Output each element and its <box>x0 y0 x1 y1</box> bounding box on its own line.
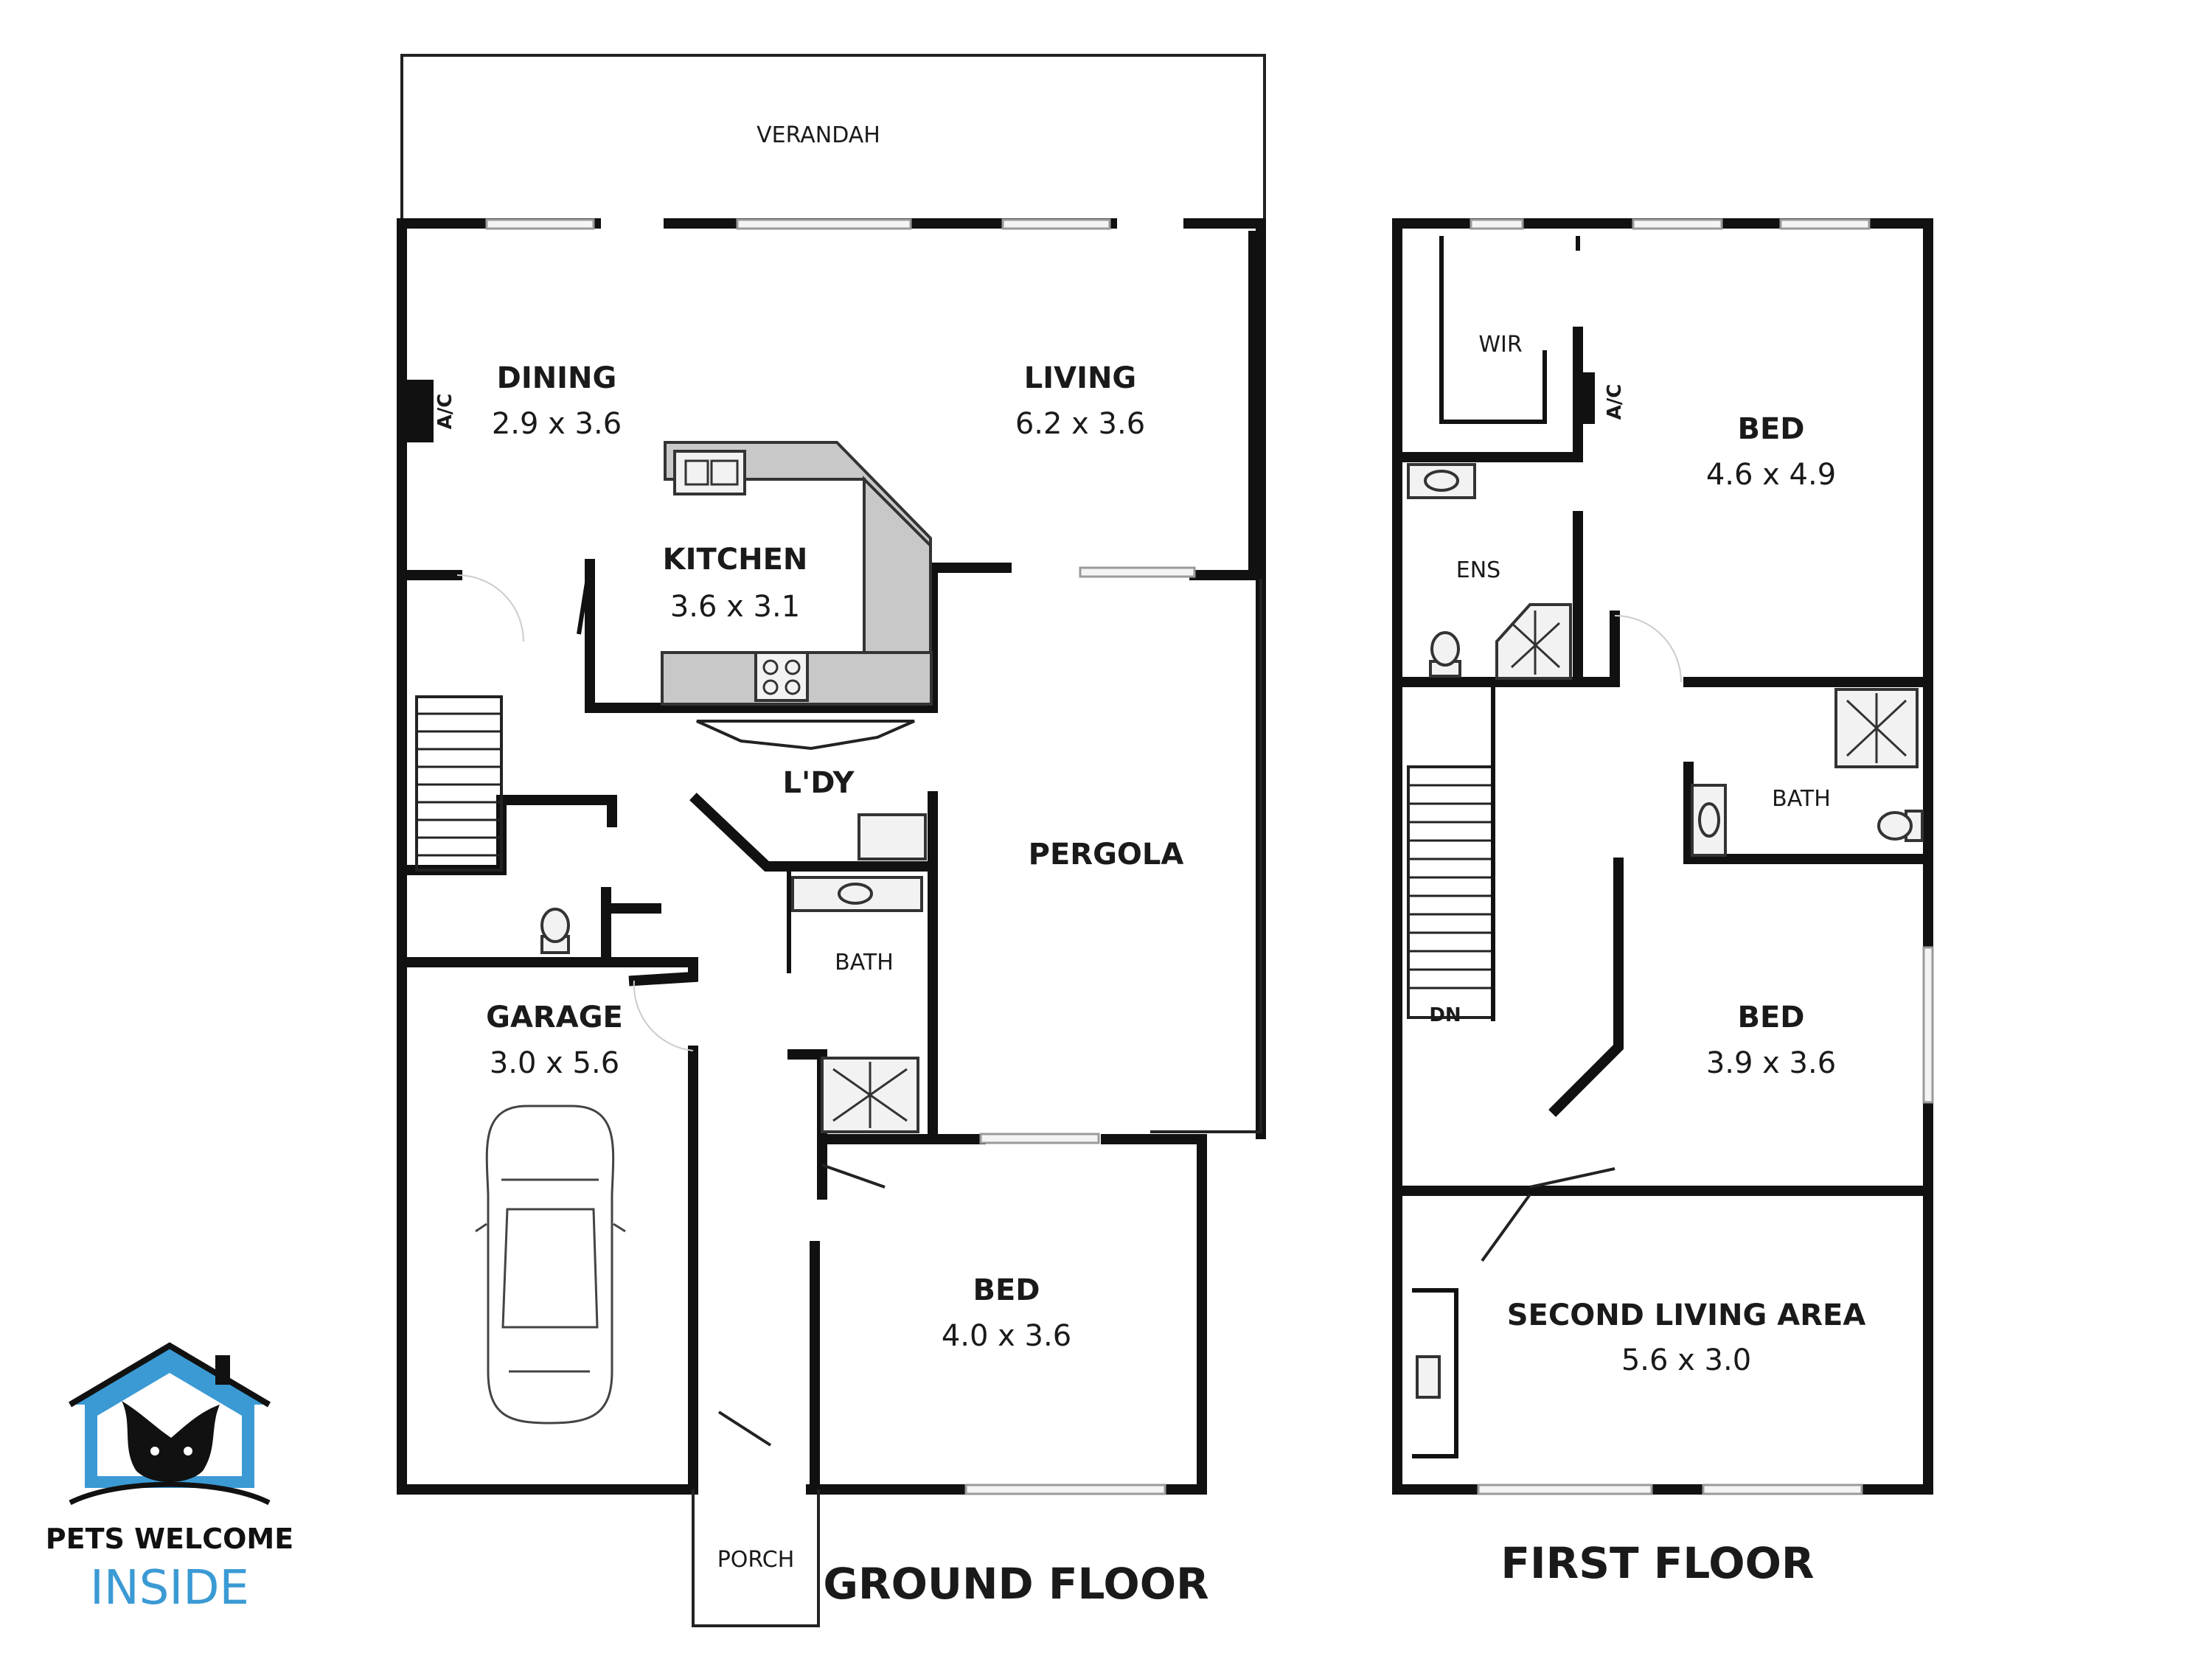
garage-dims: 3.0 x 5.6 <box>490 1046 619 1080</box>
stairs-down-label: DN <box>1429 1004 1461 1026</box>
door-bed2 <box>1529 1167 1615 1189</box>
sink-icon <box>1424 470 1459 492</box>
shower-icon <box>1495 603 1572 680</box>
door-swing-garage <box>633 980 694 1051</box>
window-bed-south <box>964 1484 1166 1495</box>
entertainment-unit <box>1416 1355 1441 1399</box>
ensuite-label: ENS <box>1456 557 1500 583</box>
ac-label-dining: A/C <box>434 394 456 430</box>
toilet-icon <box>1877 810 1924 842</box>
first-floor-title: FIRST FLOOR <box>1500 1538 1814 1588</box>
kitchen-dims: 3.6 x 3.1 <box>670 590 800 624</box>
west-service-walls <box>397 570 661 967</box>
bath-ground-label: BATH <box>835 950 894 975</box>
dining-label: DINING <box>497 361 617 395</box>
window-first-bottom-2 <box>1702 1484 1863 1495</box>
door-swing-master <box>1614 615 1682 683</box>
window-living-top-1 <box>736 218 912 230</box>
window-first-east <box>1922 946 1934 1104</box>
ac-label-first: A/C <box>1604 384 1626 420</box>
toilet-icon <box>1429 631 1461 678</box>
bed-first2-label: BED <box>1737 1001 1804 1034</box>
ensuite-walls <box>1392 511 1620 687</box>
window-living-top-2 <box>1001 218 1111 230</box>
ac-unit-first <box>1574 372 1595 424</box>
shower-icon <box>821 1057 919 1133</box>
room-labels: VERANDAH DINING 2.9 x 3.6 LIVING 6.2 x 3… <box>486 122 1865 1609</box>
bed-ground-label: BED <box>973 1273 1040 1307</box>
wir-label: WIR <box>1478 332 1522 358</box>
door-second-living <box>1481 1193 1531 1262</box>
second-living-label: SECOND LIVING AREA <box>1507 1298 1866 1332</box>
laundry-tub <box>858 813 927 860</box>
garage-walls <box>397 957 698 1495</box>
bed-ground-dims: 4.0 x 3.6 <box>942 1319 1071 1353</box>
logo-line1: PETS WELCOME <box>46 1523 293 1555</box>
doorway-top-2 <box>1117 215 1183 233</box>
cooktop-icon <box>754 651 809 702</box>
ground-floor-title: GROUND FLOOR <box>823 1559 1208 1609</box>
bed-first2-dims: 3.9 x 3.6 <box>1706 1046 1836 1080</box>
dining-dims: 2.9 x 3.6 <box>492 407 622 441</box>
laundry-label: L'DY <box>783 766 855 800</box>
doorway-top-1 <box>601 215 664 233</box>
porch-label: PORCH <box>717 1547 795 1573</box>
first-outer-walls <box>1392 218 1933 1495</box>
window-living-pergola <box>1079 566 1196 578</box>
window-first-bottom-1 <box>1477 1484 1653 1495</box>
porch-outline <box>692 1489 820 1627</box>
stairs-first <box>1407 765 1495 1019</box>
pet-house-logo-icon: PETS WELCOME INSIDE <box>46 1342 293 1615</box>
garage-label: GARAGE <box>486 1001 623 1034</box>
pergola-label: PERGOLA <box>1029 838 1184 872</box>
sink-icon <box>838 883 873 905</box>
door-porch <box>717 1411 772 1447</box>
living-east-wall <box>1189 231 1259 580</box>
shower-icon <box>1834 688 1919 768</box>
sink-icon <box>1698 802 1720 838</box>
sink-icon <box>673 450 746 495</box>
bath-first-label: BATH <box>1772 786 1831 812</box>
window-first-top-2 <box>1632 218 1723 230</box>
kitchen-walls <box>585 559 1012 713</box>
ac-unit-dining <box>404 380 434 442</box>
living-dims: 6.2 x 3.6 <box>1015 407 1145 441</box>
bed2-walls <box>1392 858 1930 1196</box>
toilet-icon <box>540 908 570 954</box>
kitchen-door-jamb <box>577 563 592 635</box>
door-ground-bed <box>821 1164 886 1189</box>
pergola-outline <box>1150 579 1262 1133</box>
living-label: LIVING <box>1024 361 1137 395</box>
window-dining-top <box>485 218 595 230</box>
ground-outer-walls <box>397 218 1266 1495</box>
car-icon <box>475 1105 626 1425</box>
kitchen-label: KITCHEN <box>663 543 808 577</box>
bed-master-dims: 4.6 x 4.9 <box>1706 458 1836 492</box>
wir-walls <box>1439 236 1580 424</box>
window-first-top-1 <box>1470 218 1524 230</box>
door-swing-dining <box>456 574 524 642</box>
window-first-top-3 <box>1779 218 1871 230</box>
first-bath-walls <box>1683 677 1933 864</box>
logo-line2: INSIDE <box>90 1561 249 1615</box>
second-living-dims: 5.6 x 3.0 <box>1621 1343 1751 1377</box>
first-floor-plan: A/C <box>1392 218 1934 1495</box>
ground-floor-plan: A/C <box>397 54 1266 1627</box>
second-living-cabinet <box>1412 1288 1458 1458</box>
bed-master-label: BED <box>1737 412 1804 446</box>
kitchen-island-wedge <box>696 720 915 751</box>
stairs-ground <box>415 695 503 872</box>
verandah-label: VERANDAH <box>757 122 880 148</box>
window-bed-pergola <box>979 1133 1100 1144</box>
ground-bed-walls <box>810 1134 1155 1495</box>
